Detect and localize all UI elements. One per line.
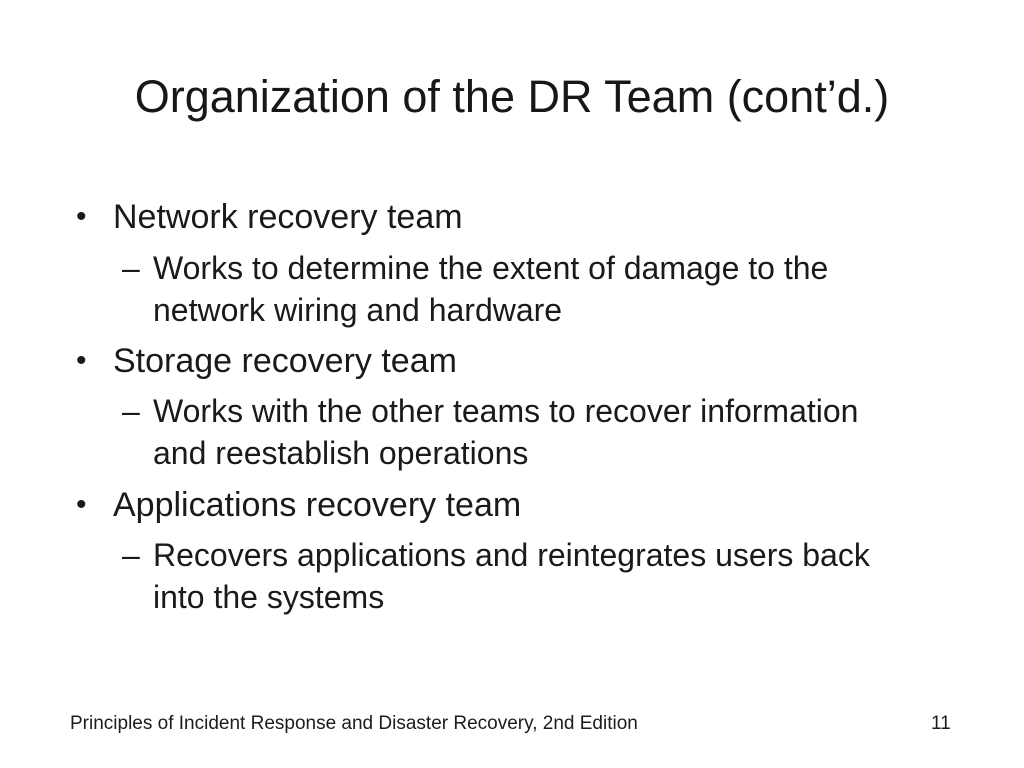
sub-bullet-applications: – Recovers applications and reintegrates…: [0, 534, 1024, 618]
footer-book-title: Principles of Incident Response and Disa…: [70, 713, 638, 734]
dash-icon: –: [122, 250, 140, 286]
bullet-dot-icon: •: [76, 200, 87, 233]
slide-title: Organization of the DR Team (cont’d.): [134, 71, 890, 122]
sub-bullet-storage: – Works with the other teams to recover …: [0, 390, 1024, 474]
page-number: 11: [931, 713, 951, 734]
bullet-item-applications: • Applications recovery team: [0, 484, 1024, 526]
dash-icon: –: [122, 393, 140, 429]
bullet-dot-icon: •: [76, 488, 87, 521]
bullet-item-network: • Network recovery team: [0, 196, 1024, 238]
dash-icon: –: [122, 537, 140, 573]
bullet-dot-icon: •: [76, 344, 87, 377]
bullet-item-storage: • Storage recovery team: [0, 340, 1024, 382]
bullet-label: Applications recovery team: [113, 486, 522, 524]
bullet-label: Network recovery team: [113, 198, 463, 236]
sub-bullet-text: Works with the other teams to recover in…: [153, 393, 859, 471]
sub-bullet-text: Recovers applications and reintegrates u…: [153, 537, 870, 615]
sub-bullet-network: – Works to determine the extent of damag…: [0, 247, 1024, 331]
sub-bullet-text: Works to determine the extent of damage …: [153, 250, 829, 328]
bullet-label: Storage recovery team: [113, 342, 457, 380]
